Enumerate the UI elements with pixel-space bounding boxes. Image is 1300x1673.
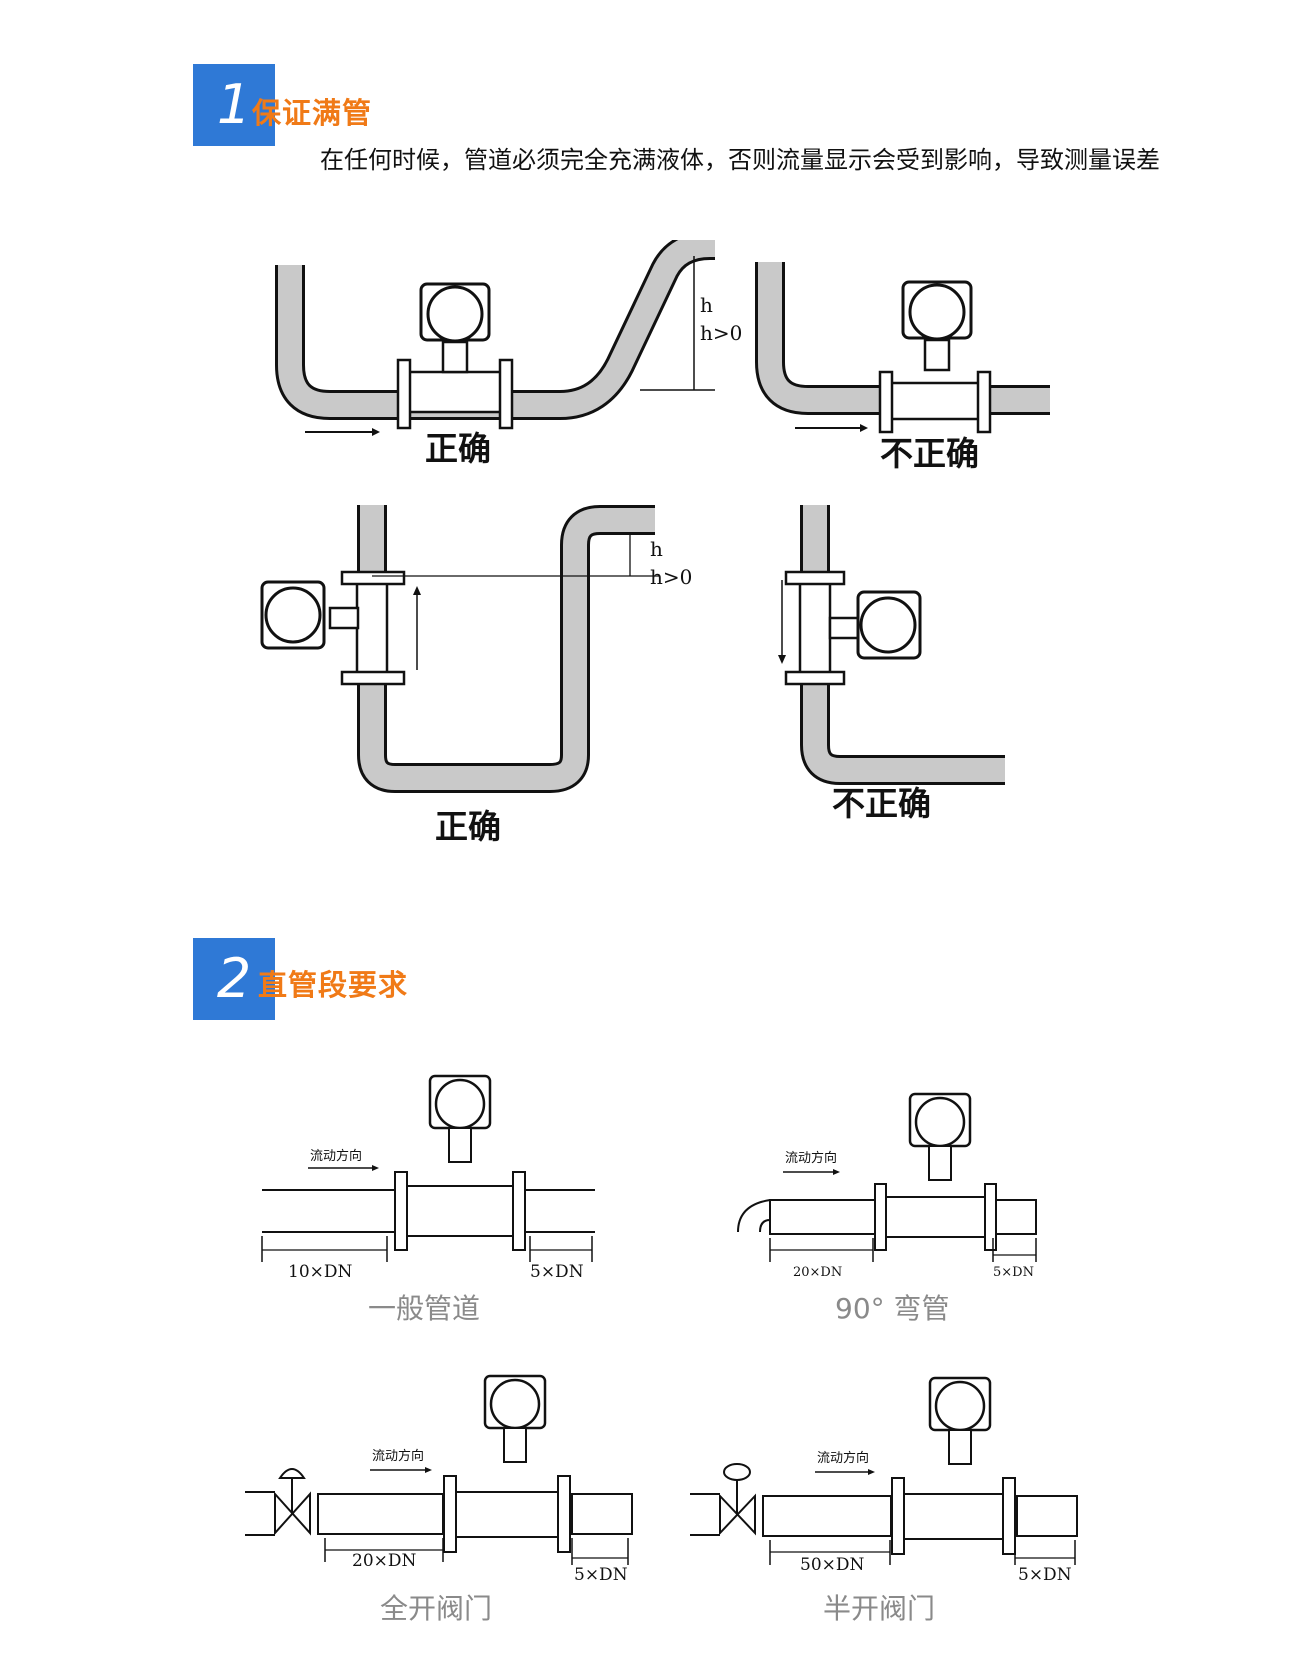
downstream-label-4: 5×DN	[1018, 1565, 1072, 1585]
caption-top-right: 不正确	[880, 434, 979, 473]
diagram-bottom-left-correct: h h>0 正确	[260, 505, 692, 846]
flow-label-4: 流动方向	[817, 1450, 869, 1466]
downstream-label-1: 5×DN	[530, 1262, 584, 1282]
caption-general-pipe: 一般管道	[368, 1292, 480, 1325]
diagram-top-right-incorrect: 不正确	[755, 262, 1050, 473]
height-label-2: h	[650, 537, 663, 561]
upstream-label-1: 10×DN	[288, 1262, 353, 1282]
upstream-label-4: 50×DN	[800, 1555, 865, 1575]
diagram-90-elbow: 流动方向 20×DN 5×DN 90° 弯管	[737, 1092, 1037, 1325]
upstream-label-3: 20×DN	[352, 1551, 417, 1571]
diagram-general-pipe: 流动方向 10×DN 5×DN 一般管道	[261, 1074, 595, 1325]
height-label-1: h	[700, 293, 713, 317]
caption-90-elbow: 90° 弯管	[835, 1292, 950, 1325]
straight-pipe-diagrams: 流动方向 10×DN 5×DN 一般管道 流动方向 20×DN 5×DN 90°…	[245, 1074, 1078, 1625]
diagram-bottom-right-incorrect: 不正确	[778, 505, 1005, 823]
flow-label-1: 流动方向	[310, 1148, 362, 1164]
flow-label-3: 流动方向	[372, 1448, 424, 1464]
section-1-description: 在任何时候，管道必须完全充满液体，否则流量显示会受到影响，导致测量误差	[320, 146, 1160, 174]
section-1-title: 保证满管	[252, 96, 373, 130]
full-pipe-diagrams: h h>0 正确 不正确 h h>0 正确	[260, 240, 1050, 846]
caption-full-open-valve: 全开阀门	[380, 1592, 492, 1625]
upstream-label-2: 20×DN	[793, 1265, 842, 1280]
section-2-number-badge: 2	[193, 938, 275, 1020]
downstream-label-3: 5×DN	[574, 1565, 628, 1585]
section-1-number-badge: 1	[193, 64, 275, 146]
diagram-half-open-valve: 流动方向 50×DN 5×DN 半开阀门	[690, 1376, 1078, 1625]
caption-half-open-valve: 半开阀门	[823, 1592, 935, 1625]
height-condition-2: h>0	[650, 565, 692, 589]
section-2-title: 直管段要求	[258, 968, 409, 1002]
caption-top-left: 正确	[425, 429, 491, 468]
caption-bottom-left: 正确	[435, 807, 501, 846]
downstream-label-2: 5×DN	[993, 1265, 1034, 1280]
height-condition-1: h>0	[700, 321, 742, 345]
diagram-top-left-correct: h h>0 正确	[275, 240, 742, 468]
flow-label-2: 流动方向	[785, 1150, 837, 1166]
caption-bottom-right: 不正确	[832, 784, 931, 823]
diagram-full-open-valve: 流动方向 20×DN 5×DN 全开阀门	[245, 1374, 633, 1625]
